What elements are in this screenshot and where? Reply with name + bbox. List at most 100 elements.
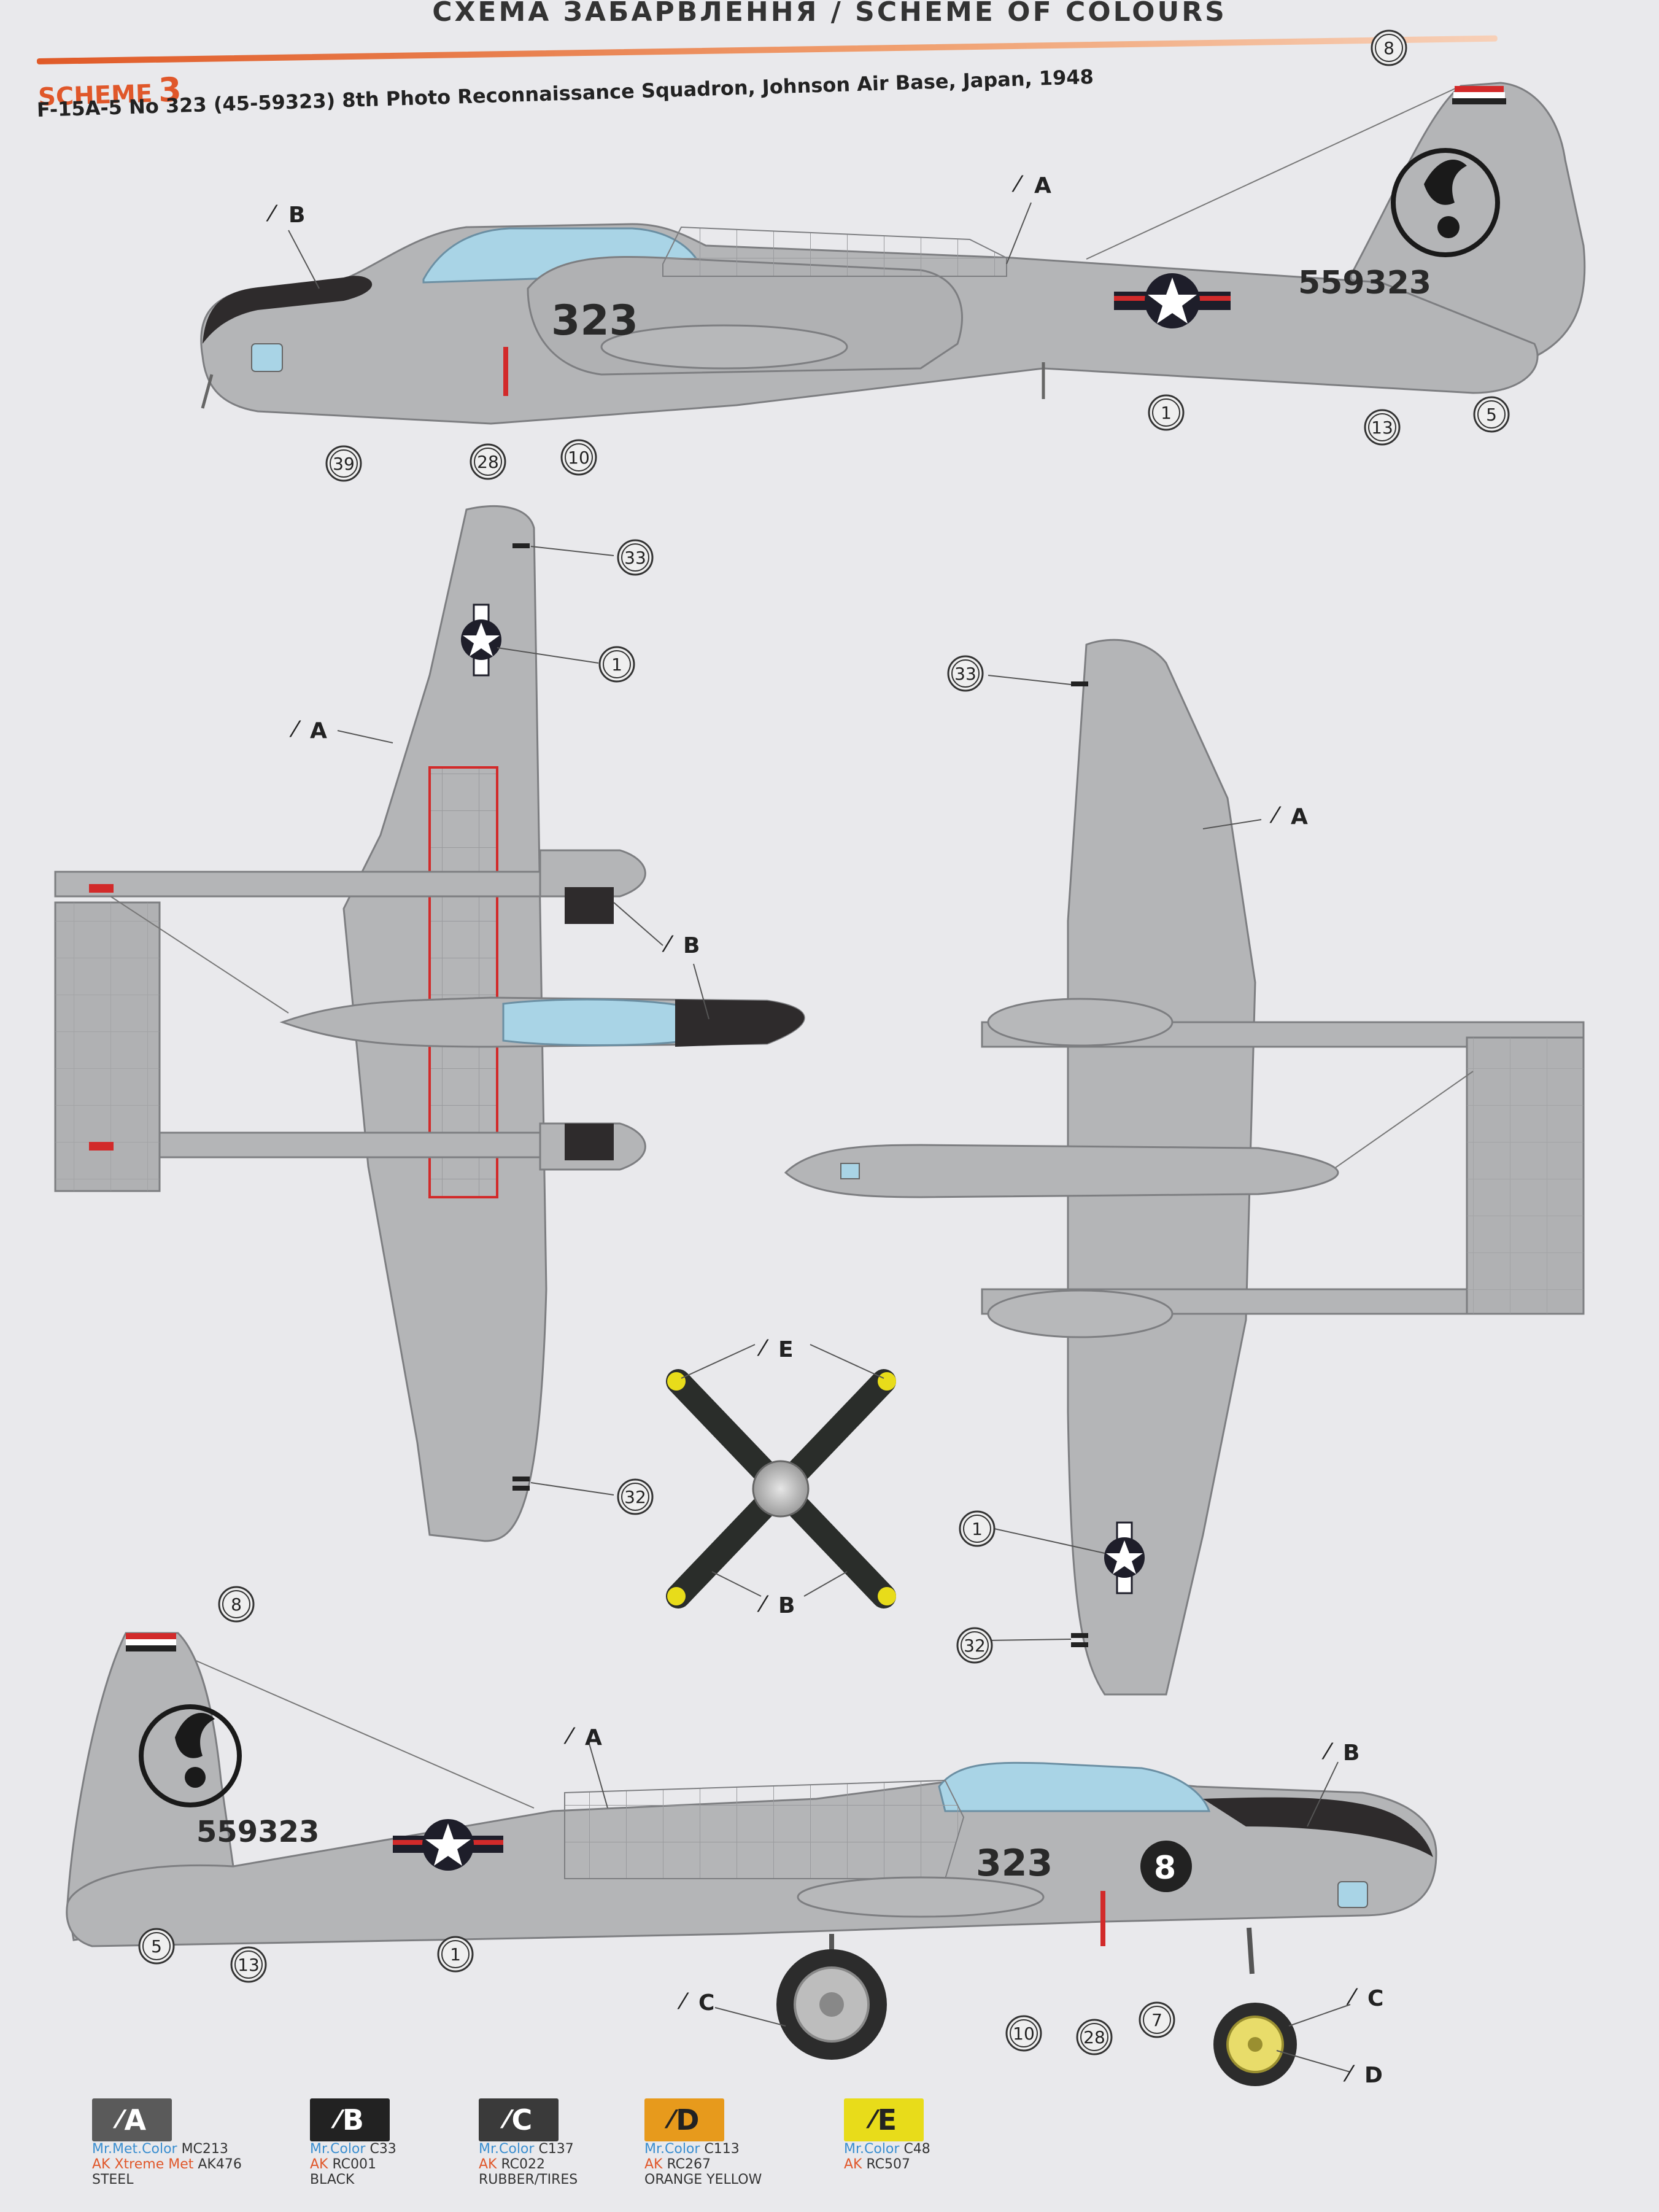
eagle-icon-bottom	[175, 1713, 215, 1758]
callout-side-top-13: 13	[1364, 409, 1401, 446]
pen-icon: ⁄	[505, 2106, 509, 2134]
turret-ribs-bottom	[564, 1779, 965, 1879]
legend-ak-code: AK RC507	[844, 2157, 911, 2172]
svg-text:⁄: ⁄	[563, 1724, 576, 1749]
squadron-emblem-bottom	[139, 1704, 242, 1807]
nacelle-bottom-lower	[987, 1289, 1174, 1338]
legend-letter: E	[877, 2103, 897, 2136]
callout-plan-top-1: 1	[598, 646, 635, 683]
insignia-side-top	[1114, 273, 1231, 328]
serial-number-bottom: 559323	[196, 1815, 319, 1849]
svg-text:⁄: ⁄	[1343, 2062, 1355, 2087]
nose-window	[251, 343, 283, 372]
callout-number: 33	[954, 664, 976, 684]
svg-text:⁄: ⁄	[289, 717, 301, 742]
side-view-top: 323 559323 ⁄ B ⁄ A	[200, 82, 1586, 425]
paint-ref-a-plan-top: A	[310, 718, 327, 743]
callout-number: 28	[477, 452, 499, 472]
leader-line	[1086, 85, 1461, 260]
legend-ak-code: AK RC022	[479, 2157, 546, 2172]
svg-text:⁄: ⁄	[266, 201, 278, 227]
legend-ak-code: AK RC001	[310, 2157, 377, 2172]
paint-ref-c-nose-wheel: C	[1367, 1986, 1383, 2011]
drop-tank	[600, 324, 848, 370]
tail-boom-upper	[54, 871, 597, 898]
legend-swatch: ⁄B	[310, 2098, 390, 2141]
callout-side-bottom-1: 1	[437, 1936, 474, 1973]
svg-text:⁄: ⁄	[662, 932, 674, 957]
insignia-wing-bottom	[1104, 1521, 1145, 1594]
paint-ref-b-side-bottom: B	[1343, 1740, 1359, 1766]
legend-mr-code: Mr.Color C137	[479, 2141, 574, 2157]
legend-color-name: BLACK	[310, 2172, 355, 2187]
serial-number-top: 559323	[1298, 265, 1431, 301]
legend-letter: B	[342, 2103, 364, 2136]
tail-tip-red	[1455, 86, 1504, 92]
callout-number: 8	[1383, 38, 1394, 58]
callout-plan-bottom-1: 1	[959, 1510, 996, 1547]
svg-text:⁄: ⁄	[1269, 803, 1282, 828]
callout-side-top-5: 5	[1473, 396, 1510, 433]
legend-swatch: ⁄C	[479, 2098, 559, 2141]
belly-window	[840, 1163, 860, 1179]
callout-number: 32	[624, 1487, 646, 1507]
insignia-side-bottom	[393, 1819, 503, 1871]
callout-number: 28	[1083, 2027, 1105, 2047]
callout-number: 1	[1161, 403, 1172, 423]
callout-number: 32	[964, 1636, 986, 1656]
pen-icon: ⁄	[336, 2106, 340, 2134]
tail-tip-white	[1453, 92, 1505, 98]
callout-number: 1	[611, 654, 622, 675]
callout-number: 5	[151, 1936, 162, 1957]
anti-glare-bottom	[1203, 1797, 1433, 1857]
paint-ref-a-side-bottom: A	[585, 1725, 602, 1750]
paint-ref-a-plan-bottom: A	[1291, 804, 1308, 829]
legend-color-name: ORANGE YELLOW	[644, 2172, 762, 2187]
legend-letter: A	[124, 2103, 147, 2136]
nacelle-bottom-upper	[987, 998, 1174, 1047]
nose-number-bottom: 323	[976, 1842, 1053, 1885]
canopy-side-bottom	[938, 1761, 1211, 1812]
paint-ref-c-main-wheel: C	[698, 1990, 714, 2016]
callout-side-bottom-8: 8	[218, 1586, 255, 1623]
callout-number: 10	[1013, 2024, 1035, 2044]
callout-side-top-39: 39	[325, 445, 362, 482]
callout-number: 33	[624, 548, 646, 568]
plan-view-top: ⁄ A ⁄ B	[54, 505, 805, 1542]
propeller-diagram: ⁄ E ⁄ B	[666, 1336, 896, 1618]
callout-number: 8	[231, 1594, 242, 1615]
drop-tank-bottom	[797, 1876, 1045, 1918]
canopy-top	[502, 998, 689, 1046]
callout-side-bottom-13: 13	[230, 1946, 267, 1983]
squadron-emblem-top	[1391, 148, 1500, 257]
legend-letter: C	[511, 2103, 533, 2136]
nose-badge-text: 8	[1154, 1850, 1176, 1887]
legend-mr-code: Mr.Color C113	[644, 2141, 740, 2157]
legend-mr-code: Mr.Met.Color MC213	[92, 2141, 228, 2157]
callout-number: 1	[972, 1519, 983, 1539]
legend-mr-code: Mr.Color C48	[844, 2141, 930, 2157]
callout-plan-top-33: 33	[617, 539, 654, 576]
paint-ref-e-prop: E	[778, 1337, 794, 1362]
pen-icon: ⁄	[669, 2106, 674, 2134]
red-warning-stripe	[503, 347, 508, 396]
legend-mr-code: Mr.Color C33	[310, 2141, 396, 2157]
callout-number: 13	[1371, 417, 1393, 438]
svg-text:⁄: ⁄	[1346, 1985, 1358, 2010]
callout-side-bottom-28: 28	[1076, 2019, 1113, 2055]
callout-number: 5	[1486, 405, 1497, 425]
paint-ref-a-side-top: A	[1034, 173, 1051, 198]
legend-ak-code: AK Xtreme Met AK476	[92, 2157, 242, 2172]
callout-plan-top-32: 32	[617, 1478, 654, 1515]
plan-view-bottom: ⁄ A	[784, 638, 1585, 1696]
callout-side-top-10: 10	[560, 439, 597, 476]
emblem-sphere	[1437, 216, 1460, 238]
pen-icon: ⁄	[870, 2106, 875, 2134]
legend-color-name: STEEL	[92, 2172, 134, 2187]
